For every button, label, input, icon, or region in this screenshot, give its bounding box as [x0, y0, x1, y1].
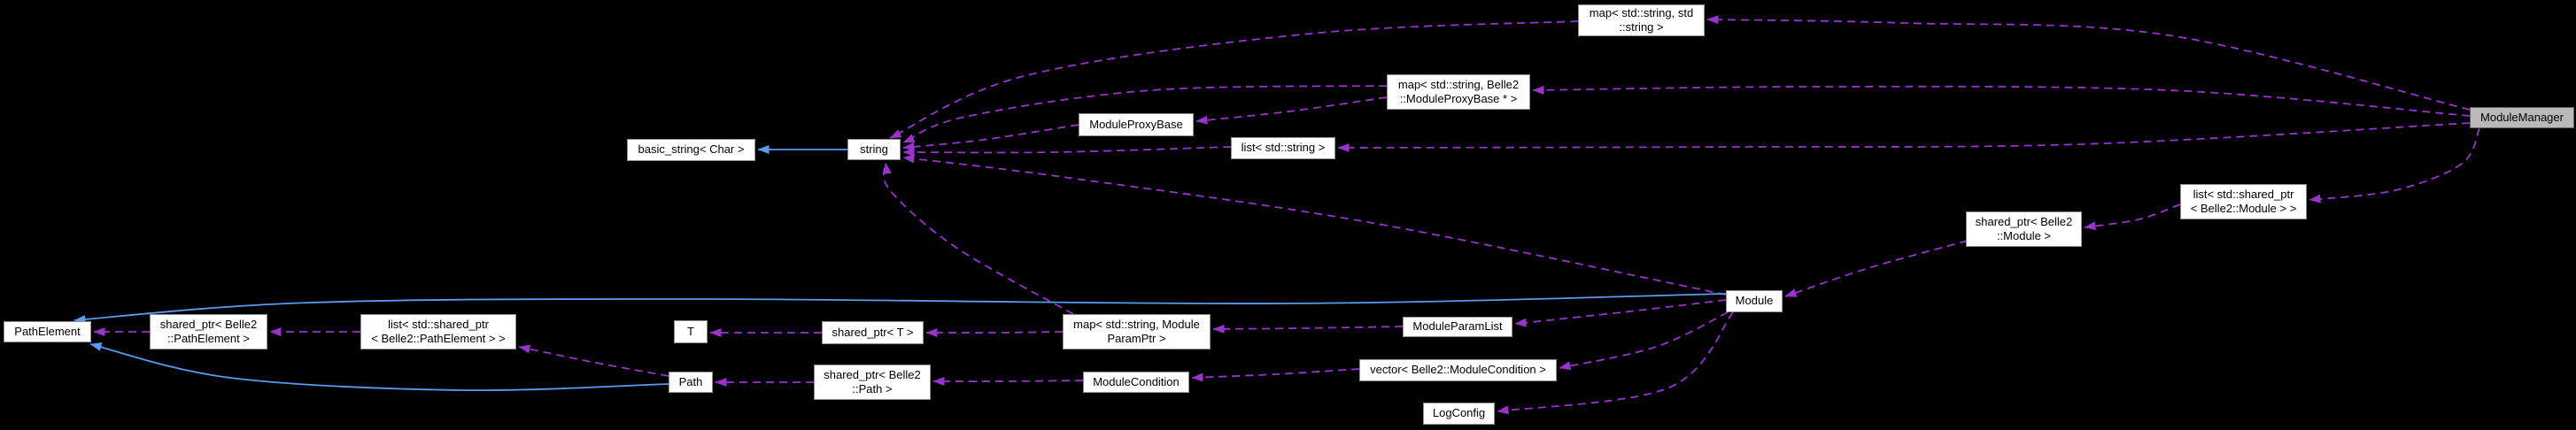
- node-shared-ptr-pathelement[interactable]: shared_ptr< Belle2::PathElement >: [150, 314, 267, 349]
- node-label: LogConfig: [1432, 406, 1486, 420]
- node-label: T: [687, 324, 694, 338]
- edge-map-string-moduleparamptr-to-string: [882, 162, 1074, 315]
- node-string[interactable]: string: [847, 139, 901, 160]
- node-label: map< std::string, std: [1589, 5, 1694, 19]
- node-path[interactable]: Path: [669, 372, 713, 393]
- edge-shared-ptr-module-to-module: [1784, 240, 1969, 297]
- node-label: map< std::string, Module: [1073, 317, 1200, 331]
- edge-vector-modulecondition-to-modulecondition: [1191, 368, 1360, 382]
- node-modulecondition[interactable]: ModuleCondition: [1083, 372, 1189, 393]
- node-label: map< std::string, Belle2: [1397, 77, 1520, 91]
- node-label: < Belle2::Module > >: [2190, 202, 2297, 215]
- node-label: basic_string< Char >: [638, 142, 745, 157]
- node-label: shared_ptr< Belle2: [824, 367, 921, 381]
- node-list-shared-ptr-module[interactable]: list< std::shared_ptr< Belle2::Module > …: [2180, 184, 2307, 219]
- node-label: ::Module >: [1996, 229, 2052, 242]
- node-vector-modulecondition[interactable]: vector< Belle2::ModuleCondition >: [1359, 359, 1557, 381]
- node-label: ::Path >: [852, 382, 893, 395]
- node-label: ModuleCondition: [1093, 374, 1180, 388]
- node-label: Module: [1735, 294, 1774, 308]
- edge-list-string-to-string: [902, 146, 1232, 157]
- edge-modulemanager-to-list-string: [1337, 122, 2471, 152]
- node-pathelement[interactable]: PathElement: [4, 321, 91, 342]
- node-basic-string-char[interactable]: basic_string< Char >: [627, 139, 755, 161]
- node-list-string[interactable]: list< std::string >: [1231, 137, 1335, 159]
- edge-modulecondition-to-shared-ptr-path: [932, 377, 1084, 387]
- node-label: shared_ptr< Belle2: [159, 317, 258, 331]
- edge-map-string-moduleproxybase-to-string: [902, 85, 1388, 143]
- edge-map-string-moduleparamptr-to-shared-ptr-t: [925, 328, 1064, 338]
- node-list-shared-ptr-pathelement[interactable]: list< std::shared_ptr< Belle2::PathEleme…: [360, 314, 516, 349]
- node-label: ParamPtr >: [1107, 332, 1166, 345]
- node-label: string: [860, 142, 888, 156]
- node-label: list< std::string >: [1241, 141, 1326, 155]
- node-moduleparamlist[interactable]: ModuleParamList: [1403, 317, 1512, 337]
- edge-module-to-string: [902, 154, 1727, 296]
- edge-map-string-string-to-string: [889, 20, 1579, 139]
- edge-list-shared-ptr-module-to-shared-ptr-module: [2084, 203, 2181, 231]
- edge-modulemanager-to-map-string-moduleproxybase: [1532, 85, 2471, 117]
- node-map-string-moduleproxybase[interactable]: map< std::string, Belle2::ModuleProxyBas…: [1387, 74, 1530, 110]
- node-label: ::ModuleProxyBase * >: [1399, 92, 1518, 105]
- node-modulemanager[interactable]: ModuleManager: [2470, 107, 2574, 128]
- edge-map-string-moduleproxybase-to-moduleproxybase: [1195, 96, 1388, 125]
- node-label: ModuleManager: [2480, 110, 2564, 124]
- edge-path-to-list-shared-ptr-pathelement: [518, 344, 669, 377]
- node-shared-ptr-t[interactable]: shared_ptr< T >: [822, 321, 924, 344]
- node-shared-ptr-module[interactable]: shared_ptr< Belle2::Module >: [1966, 211, 2082, 247]
- node-logconfig[interactable]: LogConfig: [1423, 403, 1495, 425]
- edge-modulemanager-to-map-string-string: [1706, 15, 2471, 111]
- node-module[interactable]: Module: [1726, 290, 1783, 312]
- node-label: shared_ptr< T >: [832, 325, 914, 339]
- edge-module-to-vector-modulecondition: [1559, 311, 1729, 371]
- edge-moduleparamlist-to-map-string-moduleparamptr: [1212, 324, 1404, 334]
- edge-module-to-moduleparamlist: [1514, 299, 1727, 327]
- edge-moduleproxybase-to-string: [902, 124, 1079, 151]
- node-label: list< std::shared_ptr: [388, 317, 489, 331]
- node-label: ModuleProxyBase: [1089, 117, 1183, 131]
- node-label: Path: [678, 374, 703, 388]
- edge-modulemanager-to-list-shared-ptr-module: [2309, 127, 2480, 203]
- node-label: < Belle2::PathElement > >: [371, 332, 506, 345]
- node-label: shared_ptr< Belle2: [1975, 214, 2073, 228]
- node-label: ModuleParamList: [1412, 319, 1503, 334]
- node-shared-ptr-path[interactable]: shared_ptr< Belle2::Path >: [814, 365, 931, 400]
- node-label: ::string >: [1619, 20, 1664, 34]
- node-map-string-string[interactable]: map< std::string, std::string >: [1578, 4, 1705, 36]
- edge-module-to-pathelement: [73, 293, 1727, 325]
- node-label: PathElement: [14, 324, 81, 338]
- node-t[interactable]: T: [674, 320, 708, 343]
- node-label: vector< Belle2::ModuleCondition >: [1370, 363, 1546, 377]
- node-label: list< std::shared_ptr: [2193, 187, 2294, 201]
- edge-path-to-pathelement: [89, 342, 669, 392]
- node-moduleproxybase[interactable]: ModuleProxyBase: [1079, 113, 1194, 136]
- node-label: ::PathElement >: [167, 332, 250, 345]
